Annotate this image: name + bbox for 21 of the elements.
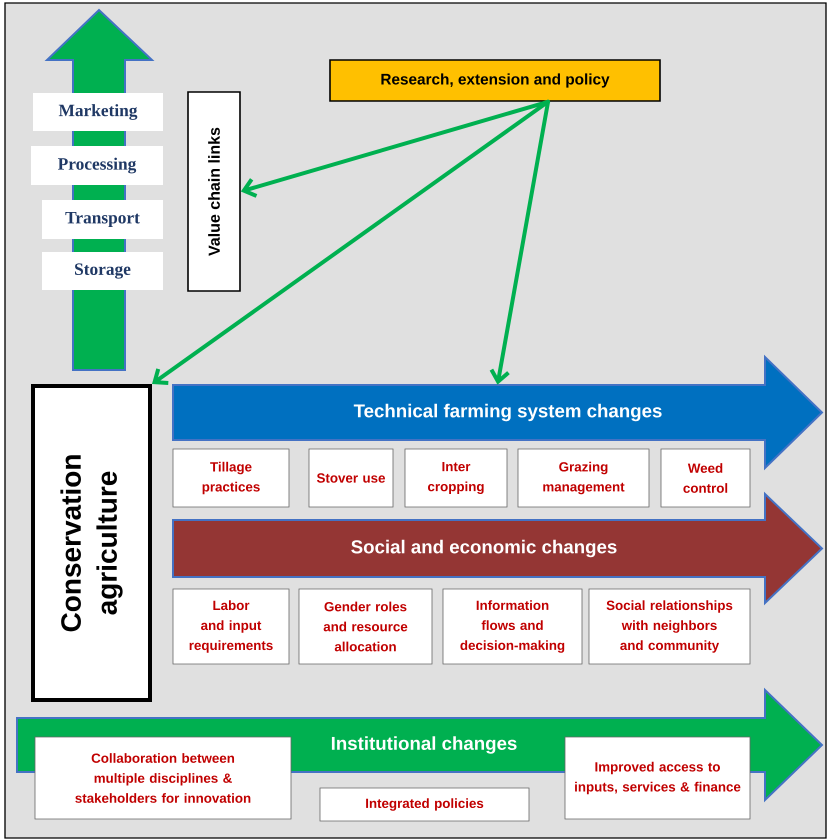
stage-box: Storage — [42, 252, 163, 290]
vertical-box: Conservation agriculture — [31, 384, 152, 702]
text-box: Tillage practices — [172, 448, 290, 508]
stage-box: Processing — [31, 146, 163, 185]
text-box: Information flows and decision-making — [442, 588, 582, 664]
text-box: Labor and input requirements — [172, 588, 290, 664]
text-box: Inter cropping — [404, 448, 508, 508]
text-box: Collaboration between multiple disciplines & stakeholders for innovation — [34, 736, 292, 820]
text-box: Gender roles and resource allocation — [298, 588, 432, 664]
text-box: Grazing management — [518, 448, 650, 508]
text-box: Integrated policies — [320, 788, 530, 822]
stage-box: Marketing — [33, 93, 163, 131]
arrow — [152, 100, 550, 386]
vertical-box: Value chain links — [187, 91, 241, 292]
text-box: Improved access to inputs, services & finance — [564, 736, 750, 820]
title-box: Research, extension and policy — [329, 59, 661, 102]
text-box: Weed control — [660, 448, 750, 508]
arrow — [490, 100, 550, 385]
stage-box: Transport — [42, 200, 163, 239]
text-box: Social relationships with neighbors and community — [588, 588, 750, 664]
text-box: Stover use — [308, 448, 394, 508]
